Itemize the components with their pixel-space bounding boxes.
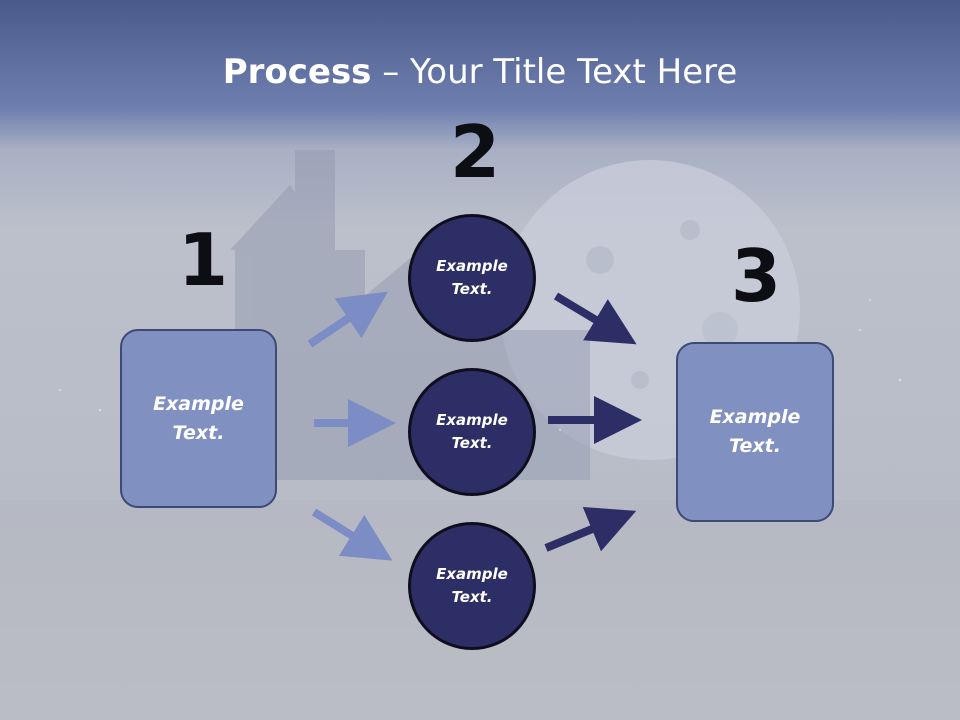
step-2-circle-2: Example Text. bbox=[408, 368, 536, 496]
step-number-3: 3 bbox=[731, 234, 782, 318]
step-2-circle-1-label: Example Text. bbox=[436, 257, 508, 298]
arrow-1-to-2a bbox=[307, 291, 388, 348]
arrow-2a-to-3 bbox=[553, 292, 637, 345]
step-2-circle-1: Example Text. bbox=[408, 214, 536, 342]
step-number-1: 1 bbox=[178, 218, 229, 302]
step-2-circle-3-label: Example Text. bbox=[436, 565, 508, 606]
title-bold: Process bbox=[222, 52, 372, 92]
step-1-label: Example Text. bbox=[153, 392, 244, 444]
step-1-box: Example Text. bbox=[120, 329, 277, 508]
slide-title: Process – Your Title Text Here bbox=[0, 52, 960, 92]
arrow-1-to-2c bbox=[311, 508, 393, 561]
arrow-2c-to-3 bbox=[544, 506, 637, 552]
step-2-circle-2-label: Example Text. bbox=[436, 411, 508, 452]
step-number-2: 2 bbox=[450, 110, 501, 194]
title-rest: – Your Title Text Here bbox=[371, 52, 738, 92]
step-3-box: Example Text. bbox=[676, 342, 834, 522]
step-3-label: Example Text. bbox=[709, 406, 801, 457]
step-2-circle-3: Example Text. bbox=[408, 522, 536, 650]
